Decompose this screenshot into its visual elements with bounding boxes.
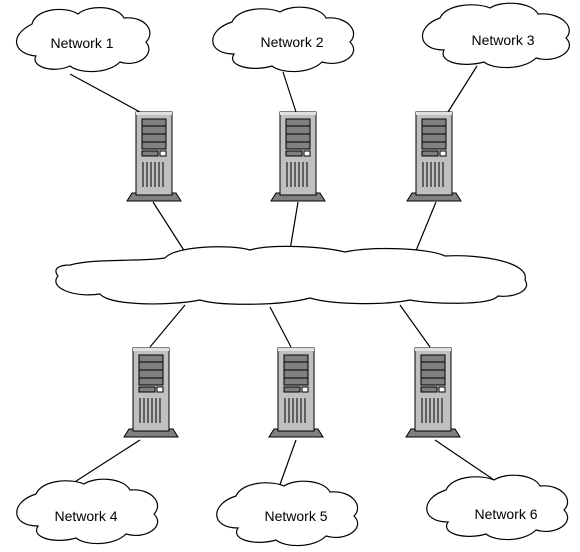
server-5-icon[interactable] bbox=[268, 347, 324, 438]
cloud-network-1[interactable]: Network 1 bbox=[15, 7, 151, 73]
server-3-icon[interactable] bbox=[406, 111, 462, 202]
connection-lines bbox=[69, 65, 501, 491]
cloud-network-5[interactable]: Network 5 bbox=[216, 480, 359, 547]
link-server5-network5 bbox=[277, 439, 297, 491]
server-1-icon[interactable] bbox=[126, 111, 182, 202]
network-4-label: Network 4 bbox=[54, 508, 117, 524]
link-network1-server1 bbox=[69, 73, 141, 113]
link-server1-backbone bbox=[152, 201, 186, 253]
cloud-network-4[interactable]: Network 4 bbox=[16, 478, 159, 545]
network-5-label: Network 5 bbox=[264, 508, 327, 524]
cloud-network-6[interactable]: Network 6 bbox=[426, 474, 569, 541]
link-network3-server3 bbox=[447, 65, 478, 113]
server-4-icon[interactable] bbox=[123, 347, 179, 438]
link-server6-network6 bbox=[434, 439, 501, 485]
link-backbone-server4 bbox=[149, 304, 186, 348]
backbone-cloud bbox=[55, 245, 528, 305]
server-2-icon[interactable] bbox=[270, 111, 326, 202]
link-server3-backbone bbox=[412, 201, 437, 259]
link-backbone-server5 bbox=[269, 306, 292, 348]
cloud-network-3[interactable]: Network 3 bbox=[421, 2, 570, 69]
server-6-icon[interactable] bbox=[405, 347, 461, 438]
network-2-label: Network 2 bbox=[260, 34, 323, 50]
link-network2-server2 bbox=[282, 71, 297, 113]
link-server2-backbone bbox=[289, 201, 299, 251]
cloud-network-2[interactable]: Network 2 bbox=[212, 6, 355, 73]
link-backbone-server6 bbox=[399, 304, 431, 348]
network-1-label: Network 1 bbox=[50, 35, 113, 51]
link-server4-network4 bbox=[69, 439, 141, 486]
network-3-label: Network 3 bbox=[471, 32, 534, 48]
network-6-label: Network 6 bbox=[474, 506, 537, 522]
